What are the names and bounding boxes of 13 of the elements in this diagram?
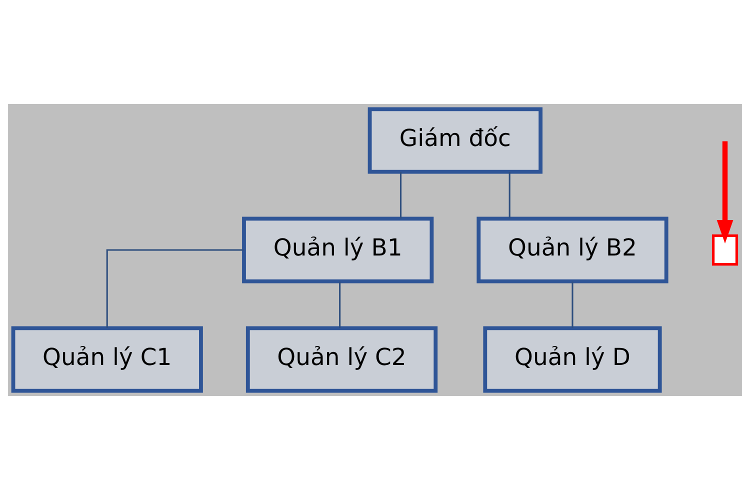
connector (400, 172, 402, 218)
node-box: Quản lý C2 (246, 326, 438, 393)
connector (508, 172, 510, 218)
connector (339, 282, 341, 328)
node-box (712, 234, 738, 266)
connector (572, 282, 574, 328)
node-box: Giám đốc (368, 107, 542, 174)
node-box: Quản lý B2 (476, 216, 668, 284)
connector (106, 249, 244, 328)
node-box: Quản lý B1 (242, 216, 434, 284)
node-box: Quản lý D (483, 326, 662, 393)
node-box: Quản lý C1 (11, 326, 203, 393)
arrow (716, 141, 734, 244)
